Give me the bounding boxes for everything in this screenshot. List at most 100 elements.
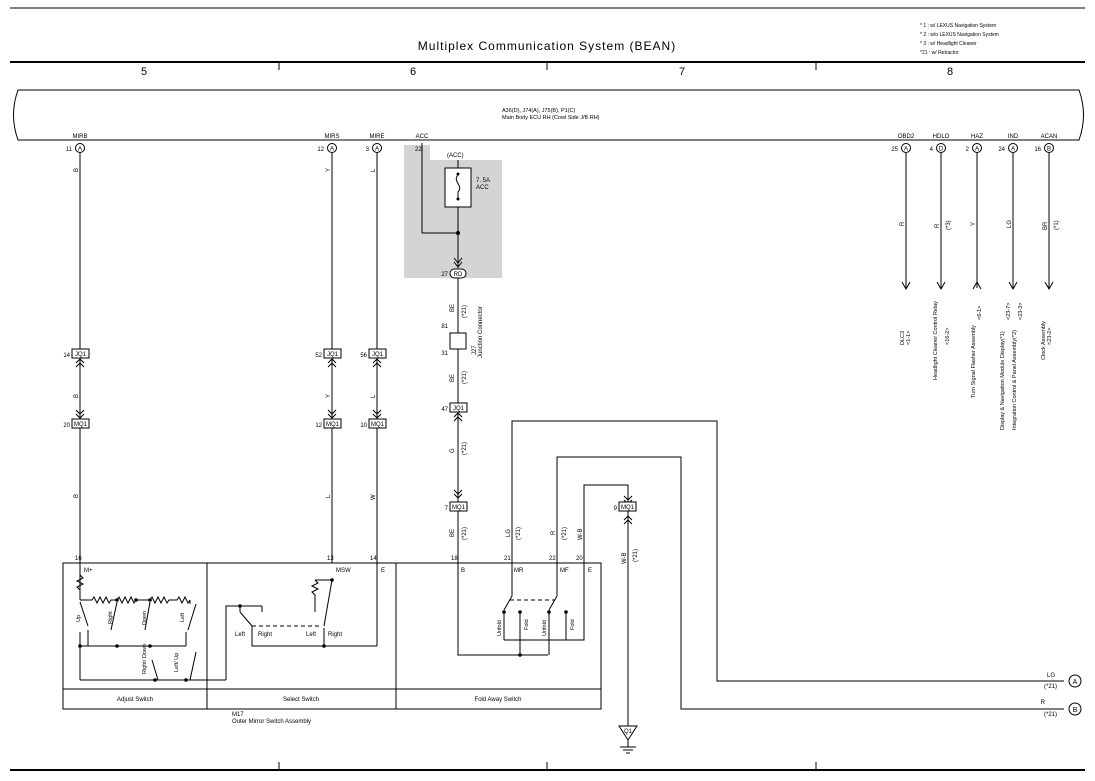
- fold-switch-label: Fold Away Switch: [475, 697, 522, 703]
- term-ind: IND: [1008, 134, 1019, 140]
- svg-text:Down: Down: [142, 611, 148, 625]
- term-acc: ACC: [416, 134, 429, 140]
- svg-text:W: W: [371, 494, 377, 500]
- svg-text:W-B: W-B: [622, 552, 628, 564]
- ecu-box: [13, 89, 1084, 141]
- svg-text:B: B: [74, 394, 80, 398]
- svg-text:B: B: [1073, 707, 1078, 714]
- svg-text:(*21): (*21): [462, 305, 468, 318]
- svg-text:56: 56: [360, 353, 367, 359]
- svg-text:7: 7: [445, 506, 449, 512]
- junction-connector: [449, 332, 467, 350]
- ground-icon: [618, 725, 638, 741]
- svg-text:MQ1: MQ1: [621, 505, 635, 511]
- fold-away-switch: [457, 563, 585, 657]
- right-destinations: DLC3 <1-1> Headlight Cleaner Control Rel…: [900, 301, 1053, 430]
- svg-text:D: D: [939, 147, 944, 153]
- svg-text:(*21): (*21): [462, 371, 468, 384]
- svg-text:2: 2: [966, 147, 970, 153]
- outer-mirror-switch-assembly: [62, 562, 602, 710]
- svg-text:52: 52: [315, 353, 322, 359]
- svg-text:(*21): (*21): [516, 527, 522, 540]
- svg-text:Unfold: Unfold: [497, 620, 503, 636]
- svg-text:LG: LG: [506, 529, 512, 537]
- term-mirs: MIRS: [325, 134, 340, 140]
- svg-text:Fold: Fold: [570, 619, 576, 630]
- svg-text:22: 22: [549, 556, 556, 562]
- term-acan: ACAN: [1041, 134, 1058, 140]
- svg-text:JQ1: JQ1: [453, 406, 465, 412]
- svg-text:Display & Navigation Module Di: Display & Navigation Module Display(*1): [1000, 331, 1006, 430]
- svg-text:Unfold: Unfold: [542, 620, 548, 636]
- note-2: * 2 : w/o LEXUS Navigation System: [920, 32, 999, 38]
- ecu-connectors: A36(D), J74(A), J75(B), P1(C): [502, 108, 576, 114]
- svg-text:W-B: W-B: [578, 528, 584, 540]
- svg-text:DLC3: DLC3: [900, 331, 906, 345]
- svg-text:M+: M+: [84, 568, 93, 574]
- svg-text:A: A: [375, 147, 379, 153]
- svg-text:20: 20: [63, 423, 70, 429]
- jq1-connectors: 14 JQ1 52 JQ1 56 JQ1: [63, 348, 387, 359]
- svg-text:Y: Y: [326, 394, 332, 398]
- svg-text:16: 16: [75, 556, 82, 562]
- rd-conn: RD: [454, 272, 463, 278]
- svg-text:MQ1: MQ1: [371, 422, 385, 428]
- svg-text:A: A: [975, 147, 979, 153]
- svg-text:18: 18: [451, 556, 458, 562]
- svg-text:(*21): (*21): [462, 527, 468, 540]
- svg-text:25: 25: [891, 147, 898, 153]
- svg-text:12: 12: [315, 423, 322, 429]
- wire-mirb-color: B: [74, 168, 80, 172]
- svg-text:(*21): (*21): [1044, 712, 1057, 718]
- svg-text:<23-2>: <23-2>: [1047, 328, 1053, 345]
- fuse-acc-label: (ACC): [447, 153, 464, 159]
- svg-text:Left: Left: [306, 632, 316, 638]
- svg-text:(*21): (*21): [1044, 684, 1057, 690]
- note-1: * 1 : w/ LEXUS Navigation System: [920, 23, 996, 29]
- offpage-b-icon: [1068, 702, 1082, 716]
- adjust-switch-label: Adjust Switch: [117, 697, 153, 703]
- page-title: Multiplex Communication System (BEAN): [418, 39, 676, 53]
- switch-pins: 16 13 14 18 21 22 20 M+ MSW E B MR MF E: [75, 556, 592, 574]
- svg-text:<16-2>: <16-2>: [945, 328, 951, 345]
- svg-text:A: A: [78, 147, 82, 153]
- svg-text:E: E: [381, 568, 385, 574]
- svg-text:Fold: Fold: [524, 619, 530, 630]
- svg-text:Right: Right: [328, 632, 342, 638]
- offpage-a-icon: [1068, 674, 1082, 688]
- svg-text:BR: BR: [1043, 221, 1049, 230]
- svg-text:E: E: [588, 568, 592, 574]
- svg-text:9: 9: [614, 506, 618, 512]
- svg-text:MQ1: MQ1: [326, 422, 340, 428]
- svg-text:(*21): (*21): [562, 527, 568, 540]
- svg-text:BE: BE: [450, 529, 456, 537]
- assembly-code: M17: [232, 712, 244, 718]
- svg-text:(*21): (*21): [462, 442, 468, 455]
- svg-text:<6-1>: <6-1>: [977, 306, 983, 320]
- svg-text:B: B: [1047, 147, 1051, 153]
- column-6: 6: [410, 66, 416, 78]
- term-obd2: OBD2: [898, 134, 915, 140]
- svg-text:MQ1: MQ1: [452, 505, 466, 511]
- svg-text:L: L: [371, 394, 377, 398]
- mq1-connectors: 20 MQ1 12 MQ1 10 MQ1: [63, 418, 387, 429]
- svg-text:20: 20: [576, 556, 583, 562]
- select-switch: [225, 563, 378, 680]
- svg-text:Up: Up: [76, 615, 82, 622]
- svg-text:Turn Signal Flasher Assembly: Turn Signal Flasher Assembly: [971, 325, 977, 398]
- svg-text:Left: Left: [180, 612, 186, 622]
- svg-text:MR: MR: [514, 568, 524, 574]
- svg-text:A: A: [1073, 679, 1078, 686]
- svg-text:<23-3>: <23-3>: [1018, 303, 1024, 320]
- wire-acc-color: BE: [450, 304, 456, 312]
- term-hdlo: HDLO: [933, 134, 950, 140]
- svg-text:47: 47: [441, 407, 448, 413]
- svg-text:JQ1: JQ1: [75, 352, 87, 358]
- svg-text:L: L: [326, 494, 332, 498]
- wire-wb: [583, 484, 629, 563]
- svg-text:3: 3: [366, 147, 370, 153]
- wire-mirs-color: Y: [326, 168, 332, 172]
- svg-text:Right/ Down: Right/ Down: [142, 644, 148, 674]
- svg-text:R: R: [935, 223, 941, 228]
